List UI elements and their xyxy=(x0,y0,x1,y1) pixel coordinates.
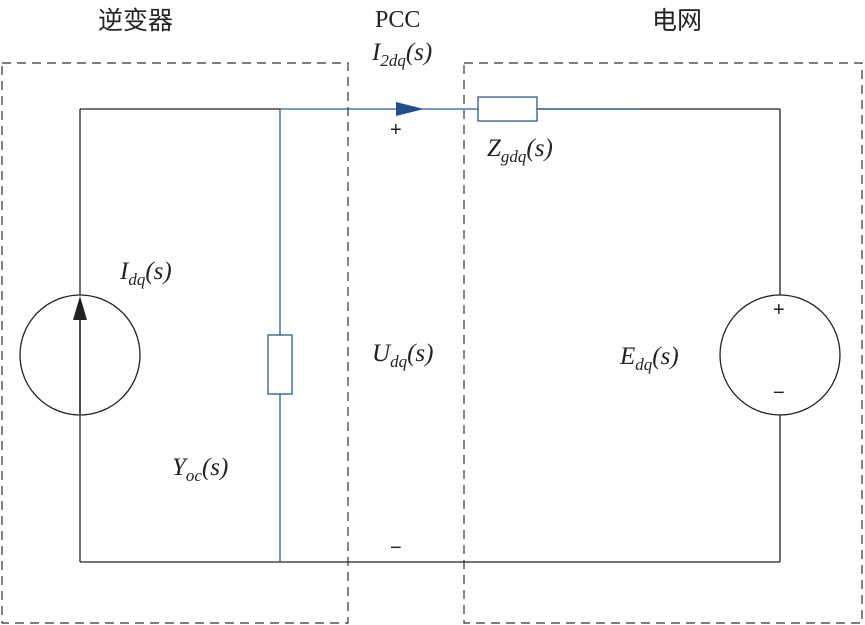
grid-impedance-symbol: Z xyxy=(487,135,501,162)
voltage-source-minus-sign: − xyxy=(773,382,785,404)
source-current-label: Idq(s) xyxy=(120,259,172,288)
grid-voltage-symbol: E xyxy=(620,343,636,370)
pcc-minus-sign: − xyxy=(390,537,402,559)
grid-voltage-arg: (s) xyxy=(652,343,679,370)
pcc-current-symbol: I xyxy=(372,39,381,66)
grid-impedance-arg: (s) xyxy=(526,135,553,162)
output-admittance-symbol: Y xyxy=(172,454,186,481)
inverter-region-title: 逆变器 xyxy=(98,6,174,35)
output-admittance-arg: (s) xyxy=(201,454,229,481)
pcc-current-subscript: 2dq xyxy=(380,51,406,70)
grid-impedance-subscript: gdq xyxy=(500,147,527,166)
output-admittance-subscript: oc xyxy=(185,466,202,485)
inverter-region-box xyxy=(1,62,349,624)
current-source-arrow-icon xyxy=(73,296,87,320)
source-current-subscript: dq xyxy=(128,270,146,289)
pcc-current-label: I2dq(s) xyxy=(372,40,432,69)
pcc-voltage-arg: (s) xyxy=(407,340,434,367)
grid-region-box xyxy=(463,62,863,624)
current-arrow-icon xyxy=(396,102,424,116)
grid-voltage-label: Edq(s) xyxy=(620,344,679,373)
grid-impedance-label: Zgdq(s) xyxy=(487,136,553,165)
grid-impedance-resistor xyxy=(477,96,538,122)
grid-region-title: 电网 xyxy=(652,6,703,35)
pcc-voltage-symbol: U xyxy=(372,340,391,367)
output-admittance-label: Yoc(s) xyxy=(172,455,228,484)
pcc-label: PCC xyxy=(375,7,421,33)
source-current-arg: (s) xyxy=(145,258,172,285)
source-current-symbol: I xyxy=(120,258,129,285)
pcc-voltage-subscript: dq xyxy=(390,352,408,371)
pcc-plus-sign: + xyxy=(390,119,402,141)
grid-voltage-subscript: dq xyxy=(635,355,653,374)
pcc-current-arg: (s) xyxy=(405,39,433,66)
pcc-voltage-label: Udq(s) xyxy=(372,341,433,370)
shunt-admittance-resistor xyxy=(267,334,293,395)
voltage-source-plus-sign: + xyxy=(773,299,785,321)
voltage-source-circle xyxy=(719,294,841,416)
